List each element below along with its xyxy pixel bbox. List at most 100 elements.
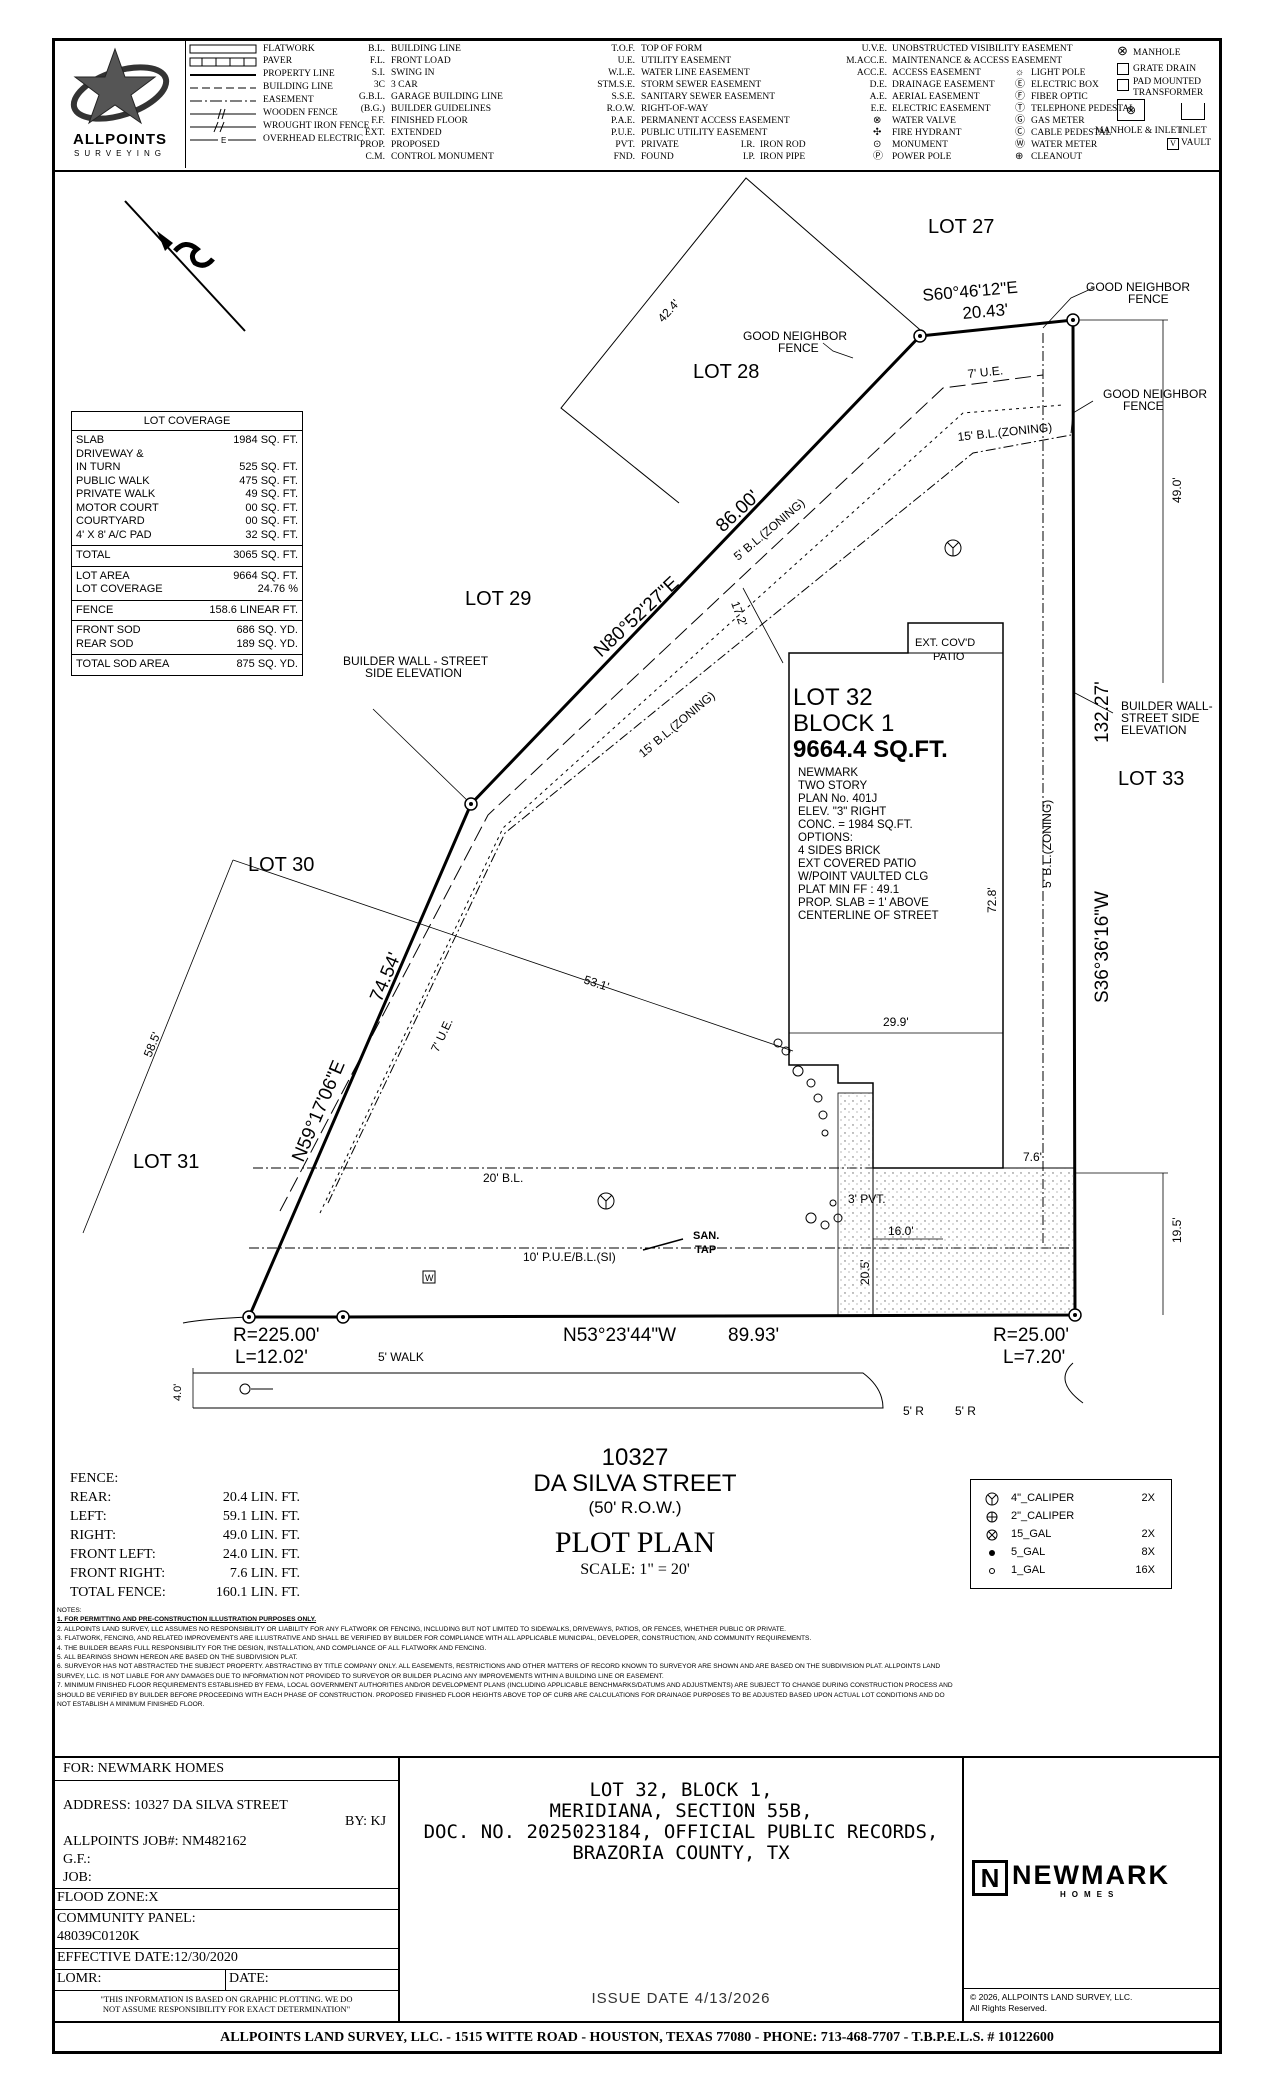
- lot-coverage-title: LOT COVERAGE: [72, 412, 302, 431]
- driveway: [872, 1167, 1076, 1316]
- water-meter-icon: [422, 1270, 436, 1284]
- brand-block: N NEWMARK HOMES © 2026, ALLPOINTS LAND S…: [964, 1758, 1219, 2022]
- north-arrow-icon: [124, 200, 246, 332]
- abbrev-a: R.O.W.: [606, 104, 635, 114]
- abbrev-d: BUILDING LINE: [391, 44, 461, 54]
- community-panel-value: 48039C0120K: [57, 1929, 140, 1944]
- fence-value: 49.0 LIN. FT.: [222, 1528, 300, 1543]
- symbol-label: MANHOLE & INLET: [1095, 126, 1183, 136]
- row-value: 475 SQ. FT.: [239, 474, 298, 487]
- leader: [372, 708, 472, 805]
- legend-easement: EASEMENT: [263, 95, 314, 105]
- tree-count: 2X: [1141, 1492, 1155, 1504]
- water-meter-label: W: [425, 1273, 434, 1283]
- row-value: 525 SQ. FT.: [239, 461, 298, 473]
- dim-pvt: 3' PVT.: [848, 1192, 886, 1206]
- fiber-optic-icon: Ⓕ: [1015, 91, 1025, 102]
- street-title: 10327 DA SILVA STREET (50' R.O.W.) PLOT …: [385, 1445, 885, 1579]
- dim-531: 53.1': [582, 973, 611, 994]
- pue10-label: 10' P.U.E/B.L.(SI): [523, 1250, 616, 1264]
- leader: [1074, 692, 1114, 714]
- bearing-left: N59°17'06"E: [288, 1058, 349, 1165]
- curve-right-l: L=7.20': [1003, 1347, 1065, 1368]
- lot31-label: LOT 31: [133, 1151, 199, 1173]
- row-value: 24.76 %: [257, 583, 298, 595]
- abbrev-a: F.L.: [369, 56, 385, 66]
- abbrev-d: STORM SEWER EASEMENT: [641, 80, 762, 90]
- bearing-top-dist: 20.43': [962, 300, 1009, 323]
- light-pole-icon: ☼: [1015, 67, 1025, 78]
- brand-sub: HOMES: [1060, 1890, 1120, 1899]
- bl15-label-b: 15' B.L.(ZONING): [636, 689, 718, 761]
- row-key: FRONT SOD: [76, 624, 141, 636]
- ue7-label-a: 7' U.E.: [967, 363, 1004, 381]
- note-item: 4. THE BUILDER BEARS FULL RESPONSIBILITY…: [57, 1644, 487, 1652]
- legal-line: LOT 32, BLOCK 1,: [589, 1779, 773, 1801]
- fence-key: LEFT:: [70, 1509, 107, 1524]
- monument-dot: [247, 1315, 251, 1319]
- line-type-swatches: E: [189, 44, 257, 145]
- monument-dot: [341, 1315, 345, 1319]
- tree-4in-icon: [597, 1192, 615, 1210]
- tree-4in-icon: [985, 1492, 999, 1506]
- power-pole-icon: Ⓟ: [873, 151, 883, 162]
- row-key: PUBLIC WALK: [76, 474, 150, 487]
- san-tap-leader: [642, 1238, 684, 1251]
- tree-label: 2"_CALIPER: [1011, 1510, 1075, 1522]
- monument-dot: [1073, 1313, 1077, 1317]
- bearing-ne: N80°52'27"E: [590, 573, 683, 662]
- fence-row: FRONT RIGHT:7.6 LIN. FT.: [70, 1564, 300, 1583]
- symbol-label: VAULT: [1181, 138, 1212, 148]
- symbol-label: MONUMENT: [892, 140, 948, 150]
- abbrev-d: PUBLIC UTILITY EASEMENT: [641, 128, 768, 138]
- good-neighbor-label: FENCE: [778, 341, 819, 355]
- fence-value: 160.1 LIN. FT.: [215, 1585, 300, 1600]
- row-key: TOTAL: [76, 549, 111, 561]
- patio-label-2: PATIO: [933, 651, 965, 663]
- job-info: FOR: NEWMARK HOMES ADDRESS: 10327 DA SIL…: [55, 1758, 400, 2022]
- divider: [55, 1909, 398, 1910]
- abbrev-a: P.U.E.: [610, 128, 635, 138]
- good-neighbor-label: GOOD NEIGHBOR: [1103, 387, 1207, 401]
- good-neighbor-label: GOOD NEIGHBOR: [743, 329, 847, 343]
- legal-description: LOT 32, BLOCK 1, MERIDIANA, SECTION 55B,…: [400, 1758, 964, 2022]
- fence-key: REAR:: [70, 1490, 112, 1505]
- divider: [225, 1969, 226, 1990]
- abbrev-d: IRON PIPE: [760, 152, 806, 162]
- company-logo: ALLPOINTS SURVEYING: [55, 41, 186, 168]
- house-info-line: W/POINT VAULTED CLG: [798, 871, 928, 883]
- row-key: DRIVEWAY &: [76, 447, 144, 460]
- note-item: 3. FLATWORK, FENCING, AND RELATED IMPROV…: [57, 1635, 812, 1643]
- abbrev-a: ACC.E.: [856, 68, 887, 78]
- symbol-label: FIBER OPTIC: [1031, 92, 1088, 102]
- survey-sheet: ALLPOINTS SURVEYING FLATWORK PAVER PROPE…: [52, 38, 1222, 2054]
- abbrev-a: S.S.E.: [611, 92, 636, 102]
- dim-line: [232, 859, 794, 1052]
- symbol-label: GAS METER: [1031, 116, 1085, 126]
- job-number-field: ALLPOINTS JOB#: NM482162: [63, 1834, 247, 1849]
- abbrev-d: ELECTRIC EASEMENT: [892, 104, 991, 114]
- lot29-label: LOT 29: [465, 588, 531, 610]
- water-valve-icon: ⊗: [873, 115, 882, 126]
- builder-wall-label: ELEVATION: [1121, 723, 1187, 737]
- for-field: FOR: NEWMARK HOMES: [63, 1761, 225, 1776]
- logo-name: ALLPOINTS: [73, 131, 167, 148]
- symbol-label: TELEPHONE PEDESTAL: [1031, 104, 1135, 114]
- coverage-row: PUBLIC WALK 475 SQ. FT.: [76, 475, 298, 489]
- vault-icon: V: [1167, 138, 1179, 150]
- house-info-line: OPTIONS:: [798, 832, 853, 844]
- disclaimer-line: NOT ASSUME RESPONSIBILITY FOR EXACT DETE…: [102, 2004, 351, 2014]
- disclaimer-line: "THIS INFORMATION IS BASED ON GRAPHIC PL…: [100, 1994, 353, 2004]
- dim-205: 20.5': [858, 1259, 872, 1285]
- manhole-icon: ⊗: [1117, 43, 1128, 58]
- telephone-pedestal-icon: Ⓣ: [1015, 103, 1025, 114]
- logo-sub: SURVEYING: [74, 149, 166, 158]
- dim-42: 42.4': [655, 297, 683, 325]
